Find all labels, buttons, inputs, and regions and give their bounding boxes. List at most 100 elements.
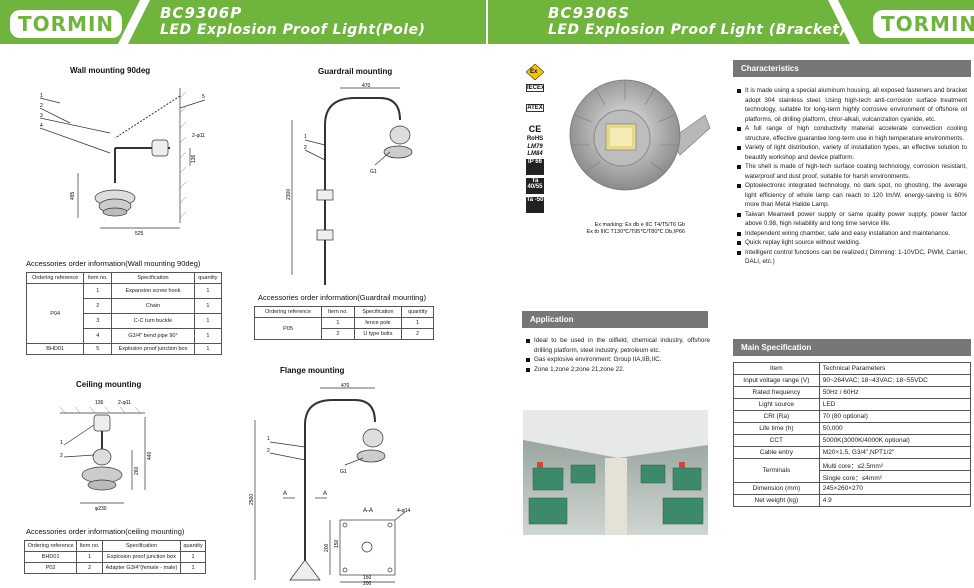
guard-dim-470: 470	[362, 83, 371, 89]
table-cell: 1	[180, 551, 206, 563]
table-cell: 2	[76, 562, 103, 574]
spec-key: Terminals	[733, 458, 820, 483]
spec-value: 5000K(3000K/4000K optional)	[818, 434, 972, 447]
wall-th-spec: Specification	[111, 272, 195, 284]
product-photo	[569, 79, 711, 191]
spec-key: Net weight (kg)	[733, 494, 820, 507]
ceiling-th-ref: Ordering reference	[23, 540, 78, 552]
ceiling-table-caption: Accessories order information(ceiling mo…	[26, 527, 185, 536]
guard-callout-2: 2	[304, 145, 307, 151]
flange-mounting-title: Flange mounting	[280, 366, 345, 375]
flange-dim-150-h: 150	[363, 575, 372, 581]
guard-callout-1: 1	[304, 134, 307, 140]
table-row: Life time (h)50,000	[733, 422, 972, 435]
main-spec-header: Main Specification	[733, 339, 971, 356]
table-row: Net weight (kg)4.9	[733, 494, 972, 507]
spec-value: 70 (80 optional)	[818, 410, 972, 423]
wall-mounting-drawing: 2-φ11 136 495 525 1 2 3 4 5	[40, 88, 206, 237]
table-cell: fence pole	[353, 317, 403, 329]
spec-value: M20×1.5, G3/4",NPT1/2"	[818, 446, 972, 459]
wall-callout-5: 5	[202, 94, 205, 100]
factory-photo	[523, 410, 708, 535]
list-item: Zone 1,zone 2;zone 21,zone 22.	[524, 365, 710, 375]
table-cell: 2	[321, 328, 355, 340]
list-item: Variety of light distribution, variety o…	[735, 143, 967, 162]
wall-th-item: Item no.	[83, 272, 113, 284]
table-cell: 1	[401, 317, 434, 329]
wall-group-ref: P04	[25, 283, 85, 344]
ceiling-dim-136: 136	[95, 400, 104, 406]
table-cell: 5	[83, 343, 113, 355]
ceiling-mounting-drawing: 136 2-φ11 440 260 φ230 1 2	[59, 400, 153, 512]
spec-value: 90~264VAC; 18~43VAC; 18~55VDC	[818, 374, 972, 387]
wall-dim-525: 525	[135, 231, 144, 237]
spec-value: Technical Parameters	[818, 362, 972, 375]
wall-table-caption: Accessories order information(Wall mount…	[26, 259, 201, 268]
right-header-band: BC9306S LED Explosion Proof Light (Brack…	[488, 0, 974, 44]
wall-callout-1: 1	[40, 93, 43, 99]
table-row: P02 2 Adapter G3/4"(female - male) 1	[23, 562, 206, 574]
table-cell: 1	[321, 317, 355, 329]
spec-value: 4.9	[818, 494, 972, 507]
flange-dim-150-v: 150	[334, 539, 340, 548]
table-cell: 1	[193, 298, 223, 314]
table-cell: 4	[83, 328, 113, 344]
guard-th-qty: quantity	[401, 306, 434, 318]
rohs-icon: RoHS	[526, 136, 544, 142]
wall-callout-2: 2	[40, 103, 43, 109]
ceiling-dim-230: φ230	[95, 506, 107, 512]
ceiling-mounting-title: Ceiling mounting	[76, 380, 142, 389]
characteristics-list: It is made using a special aluminum hous…	[735, 86, 967, 267]
wall-mounting-title: Wall mounting 90deg	[70, 66, 151, 75]
spec-key: CCT	[733, 434, 820, 447]
wall-th-ref: Ordering reference	[25, 272, 85, 284]
list-item: Ideal to be used in the oilfield, chemic…	[524, 336, 710, 355]
guard-group-ref: P05	[253, 317, 323, 340]
flange-callout-1: 1	[267, 436, 270, 442]
table-cell: P02	[23, 562, 78, 574]
guard-dim-2300: 2300	[286, 189, 292, 200]
ex-icon-label: Ex	[530, 69, 538, 75]
table-row: Input voltage range (V)90~264VAC; 18~43V…	[733, 374, 972, 387]
characteristics-header: Characteristics	[733, 60, 971, 77]
ceiling-th-spec: Specification	[101, 540, 182, 552]
spec-key: Life time (h)	[733, 422, 820, 435]
spec-key: Input voltage range (V)	[733, 374, 820, 387]
left-model: BC9306P	[160, 4, 243, 22]
list-item: It is made using a special aluminum hous…	[735, 86, 967, 124]
table-row: BHD01 1 Explosion proof junction box 1	[23, 551, 206, 563]
guardrail-accessories-table: Ordering reference Item no. Specificatio…	[253, 306, 434, 340]
table-row: 3 C-C turn buckle 1	[27, 313, 223, 329]
spec-value: LED	[818, 398, 972, 411]
table-cell: Explosion proof junction box	[101, 551, 182, 563]
ceiling-callout-2: 2	[60, 453, 63, 459]
table-cell: BHD01	[23, 551, 78, 563]
spec-value: 50,000	[818, 422, 972, 435]
flange-section-aa: A-A	[363, 508, 373, 514]
list-item: Optoelectronic integrated technology, no…	[735, 181, 967, 210]
ceiling-th-item: Item no.	[76, 540, 103, 552]
flange-callout-2: 2	[267, 448, 270, 454]
table-cell: 1	[193, 283, 223, 299]
guard-g1: G1	[370, 169, 377, 175]
table-cell: Expansion screw hook	[111, 283, 195, 299]
guardrail-mounting-title: Guardrail mounting	[318, 67, 393, 76]
table-cell: 1	[83, 283, 113, 299]
guard-th-ref: Ordering reference	[253, 306, 323, 318]
spec-value: Multi core：≤2.5mm²	[818, 458, 972, 471]
spec-key: Item	[733, 362, 820, 375]
table-cell: Explosion proof junction box	[111, 343, 195, 355]
table-cell: BHD01	[25, 343, 85, 355]
flange-dim-200-v: 200	[324, 543, 330, 552]
list-item: Gas explosive environment: Group IIA,IIB…	[524, 355, 710, 365]
ex-icon: Ex	[525, 63, 545, 81]
application-header: Application	[522, 311, 708, 328]
ce-icon: CE	[528, 124, 542, 134]
left-logo: TORMIN	[10, 10, 123, 38]
table-row: Dimension (mm)245×260×270	[733, 482, 972, 495]
table-cell: 1	[193, 313, 223, 329]
wall-accessories-table: Ordering reference Item no. Specificatio…	[25, 272, 223, 355]
